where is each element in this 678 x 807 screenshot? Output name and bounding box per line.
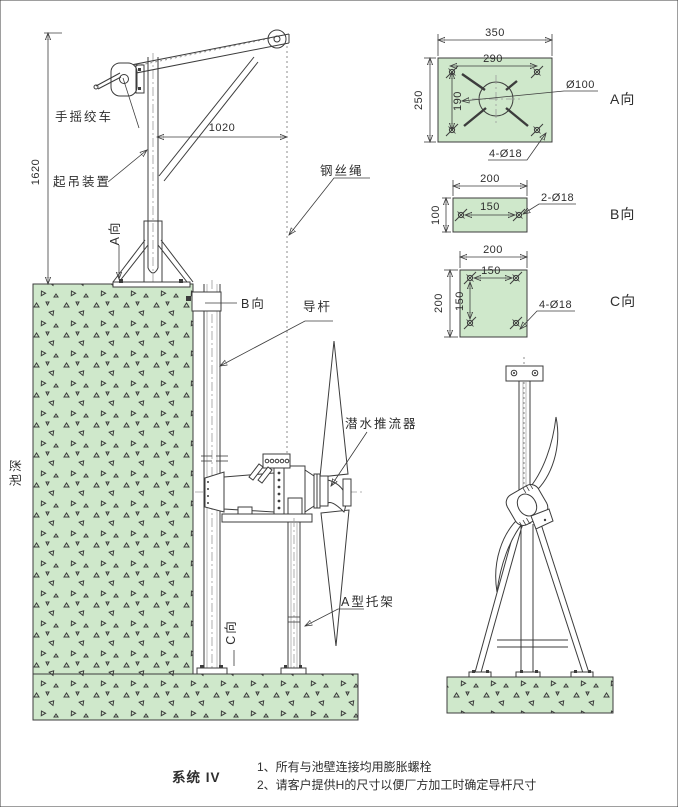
- mixer-cone: [304, 469, 315, 513]
- label-a-bracket: A型托架: [341, 595, 395, 609]
- detail-c-title: C向: [610, 293, 636, 309]
- main-elevation-view: 1620: [9, 29, 418, 721]
- label-mixer: 潜水推流器: [345, 417, 418, 431]
- detail-a-dim-circle: Ø100: [566, 79, 595, 91]
- footer-notes: 系统 IV 1、所有与池壁连接均用膨胀螺栓 2、请客户提供H的尺寸以便厂方加工时…: [172, 759, 536, 792]
- lifting-shackle: [248, 463, 264, 481]
- detail-a-dim-bolt-width: 290: [483, 53, 503, 65]
- main-view-labels: 手摇绞车 起吊装置 钢丝绳 A向 B向 导杆 池深 潜水推流器 A型托架 C向: [9, 77, 418, 666]
- footer-note-1: 1、所有与池壁连接均用膨胀螺栓: [257, 759, 432, 774]
- dim-reach: 1020: [157, 122, 287, 137]
- footer-system-label: 系统 IV: [172, 769, 221, 785]
- detail-b-title: B向: [610, 206, 635, 222]
- label-view-a: A向: [107, 221, 122, 246]
- side-hub-bracket: [530, 508, 554, 530]
- crane-base-plate: [112, 281, 191, 288]
- detail-a-plate: [437, 57, 553, 143]
- mixer-body: [204, 453, 352, 515]
- support-plate: [221, 513, 313, 523]
- detail-c-dim-width: 200: [483, 244, 503, 256]
- mixer-arm: [223, 472, 275, 513]
- detail-c-dim-spacing-h: 150: [481, 265, 501, 277]
- detail-a-dim-bolt-height: 190: [452, 91, 464, 111]
- detail-b-dim-width: 200: [480, 173, 500, 185]
- detail-c-dim-holes: 4-Ø18: [539, 299, 572, 311]
- detail-b-dim-holes: 2-Ø18: [541, 192, 574, 204]
- detail-view-b: 200 100 150 2-Ø18 B向: [430, 173, 635, 232]
- dim-total-height: 1620: [30, 33, 62, 284]
- lifting-crane: [93, 29, 290, 288]
- hand-winch: [93, 62, 145, 97]
- pulley: [267, 29, 287, 49]
- detail-c-dim-spacing-v: 150: [454, 291, 466, 311]
- dim-reach-text: 1020: [209, 122, 235, 134]
- blade-root-profile: [327, 479, 347, 513]
- detail-a-title: A向: [610, 91, 635, 107]
- detail-view-a: 350 290 250 190 Ø100 4-Ø18 A向: [413, 27, 635, 161]
- post-base-plate: [280, 667, 307, 675]
- side-elevation-view: [446, 357, 614, 714]
- pool-floor: [32, 673, 359, 721]
- detail-a-dim-width: 350: [485, 27, 505, 39]
- detail-b-dim-height: 100: [430, 205, 442, 225]
- side-propeller: [495, 416, 559, 593]
- rail-top-bracket: [191, 291, 222, 312]
- rail-base-plate: [196, 667, 228, 675]
- dim-total-height-text: 1620: [30, 159, 42, 185]
- rail-claw: [204, 471, 225, 513]
- propeller-blade-lower: [320, 509, 350, 647]
- label-lifting-device: 起吊装置: [53, 175, 111, 189]
- detail-a-dim-height: 250: [413, 90, 425, 110]
- side-concrete-pad: [446, 676, 614, 714]
- label-pool-depth: 池深: [9, 457, 23, 486]
- support-post: [221, 506, 313, 675]
- footer-note-2: 2、请客户提供H的尺寸以便厂方加工时确定导杆尺寸: [257, 777, 536, 792]
- detail-view-c: 200 150 150 200 4-Ø18 C向: [433, 244, 636, 337]
- propeller-blade-upper: [319, 340, 349, 478]
- side-top-bracket: [505, 365, 544, 382]
- label-wire-rope: 钢丝绳: [320, 164, 364, 178]
- pool-wall: [32, 283, 194, 675]
- detail-c-dim-height: 200: [433, 293, 445, 313]
- label-hand-winch: 手摇绞车: [55, 109, 113, 124]
- label-view-b: B向: [241, 296, 266, 311]
- lifting-shackle-2: [257, 466, 273, 484]
- label-view-c: C向: [223, 619, 238, 645]
- detail-b-dim-spacing: 150: [480, 201, 500, 213]
- label-guide-rod: 导杆: [303, 300, 332, 314]
- side-a-frame: [468, 523, 594, 678]
- propeller: [319, 340, 350, 647]
- terminal-box: [262, 453, 291, 469]
- detail-a-dim-holes: 4-Ø18: [489, 148, 522, 160]
- mixer-hub: [319, 475, 329, 507]
